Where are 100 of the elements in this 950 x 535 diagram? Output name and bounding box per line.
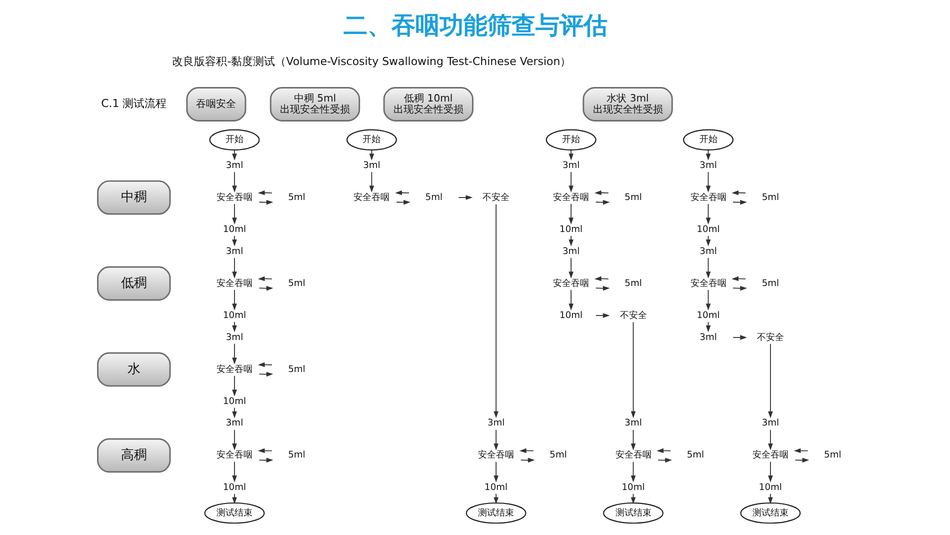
arrow	[768, 343, 772, 418]
node-text: 安全吞咽	[216, 192, 252, 203]
arrow	[568, 150, 573, 160]
arrow	[493, 461, 498, 482]
node-text: 10ml	[222, 482, 246, 493]
node-ellipse: 测试结束	[602, 502, 663, 524]
node-box: 水	[96, 352, 170, 387]
arrow	[232, 204, 236, 225]
node-text: 安全吞咽	[478, 450, 514, 461]
diagram-title: 二、吞咽功能筛查与评估	[342, 12, 607, 40]
arrow	[630, 322, 636, 418]
node-text: 10ml	[222, 224, 246, 235]
arrow	[568, 257, 573, 278]
node-ellipse: 测试结束	[204, 502, 264, 524]
arrow	[493, 493, 498, 504]
node-text: 3ml	[225, 418, 243, 429]
node-text: 10ml	[758, 482, 782, 493]
node-text: 3ml	[225, 332, 243, 343]
node-text: 3ml	[225, 246, 243, 257]
node-text: 5ml	[624, 278, 642, 289]
node-text: 10ml	[696, 310, 720, 321]
node-box: 吞咽安全	[186, 87, 246, 122]
node-text: 安全吞咽	[552, 192, 589, 203]
node-text: 安全吞咽	[353, 192, 390, 203]
node-text: 5ml	[424, 192, 442, 203]
arrow	[793, 448, 808, 454]
arrow	[705, 290, 710, 310]
node-box: 中稠 5ml 出现安全性受损	[269, 87, 360, 122]
node-text: 5ml	[288, 450, 305, 461]
node-text: 5ml	[288, 192, 305, 203]
node-text: 安全吞咽	[216, 450, 252, 461]
node-text: 3ml	[562, 246, 580, 257]
arrow	[232, 407, 236, 418]
node-text: 10ml	[696, 224, 720, 235]
node-text: 安全吞咽	[216, 364, 252, 375]
node-text: 不安全	[619, 310, 646, 321]
arrow	[368, 172, 374, 193]
node-text: 安全吞咽	[552, 278, 589, 289]
node-ellipse: 开始	[346, 129, 396, 151]
node-text: 3ml	[761, 418, 779, 429]
arrow	[232, 375, 236, 396]
node-ellipse: 开始	[682, 129, 733, 151]
node-text: 5ml	[288, 364, 305, 375]
node-text: 10ml	[222, 396, 246, 407]
node-text: 5ml	[549, 450, 566, 461]
node-text: 安全吞咽	[216, 278, 252, 289]
node-text: 不安全	[756, 332, 784, 343]
arrow	[232, 172, 236, 193]
node-text: 5ml	[824, 450, 841, 461]
arrow	[768, 461, 772, 482]
node-text: 3ml	[699, 160, 716, 171]
node-ellipse: 测试结束	[465, 502, 526, 524]
arrow	[568, 290, 573, 310]
node-text: 3ml	[624, 418, 642, 429]
node-ellipse: 开始	[545, 129, 596, 151]
node-text: 安全吞咽	[690, 278, 726, 289]
arrow	[232, 493, 236, 504]
node-box: 中稠	[96, 180, 170, 215]
node-text: 5ml	[761, 278, 779, 289]
node-ellipse: 开始	[208, 129, 260, 151]
node-text: 安全吞咽	[614, 450, 651, 461]
node-text: 安全吞咽	[752, 450, 788, 461]
arrow	[768, 429, 772, 450]
arrow	[705, 257, 710, 278]
node-text: 5ml	[288, 278, 305, 289]
arrow	[705, 204, 710, 225]
arrow	[232, 429, 236, 450]
arrow	[232, 257, 236, 278]
arrow	[232, 343, 236, 364]
arrow	[458, 195, 472, 200]
arrow	[705, 172, 710, 192]
node-text: 10ml	[559, 224, 582, 235]
arrow	[232, 290, 236, 310]
arrow	[656, 448, 671, 454]
node-box: 低稠 10ml 出现安全性受损	[382, 87, 473, 122]
node-box: 水状 3ml 出现安全性受损	[582, 87, 672, 122]
arrow	[368, 150, 374, 160]
node-text: 3ml	[699, 332, 716, 343]
node-box: 高稠	[96, 438, 170, 473]
arrow	[232, 150, 236, 160]
node-text: 3ml	[699, 246, 716, 257]
node-text: 不安全	[482, 192, 510, 203]
node-box: 低稠	[96, 266, 170, 301]
arrow	[768, 493, 772, 504]
label: C.1 测试流程	[100, 97, 166, 110]
arrow	[630, 429, 636, 450]
node-text: 安全吞咽	[690, 192, 726, 203]
arrow	[630, 461, 636, 482]
arrow	[568, 172, 573, 193]
node-text: 3ml	[562, 160, 580, 171]
arrow	[232, 461, 236, 482]
arrow	[568, 204, 573, 225]
node-text: 10ml	[222, 310, 246, 321]
node-text: 5ml	[624, 192, 642, 203]
node-text: 10ml	[559, 310, 582, 321]
node-text: 3ml	[225, 160, 243, 171]
arrow	[493, 429, 498, 450]
node-text: 10ml	[484, 482, 508, 493]
node-text: 5ml	[686, 450, 704, 461]
arrow	[594, 313, 610, 318]
